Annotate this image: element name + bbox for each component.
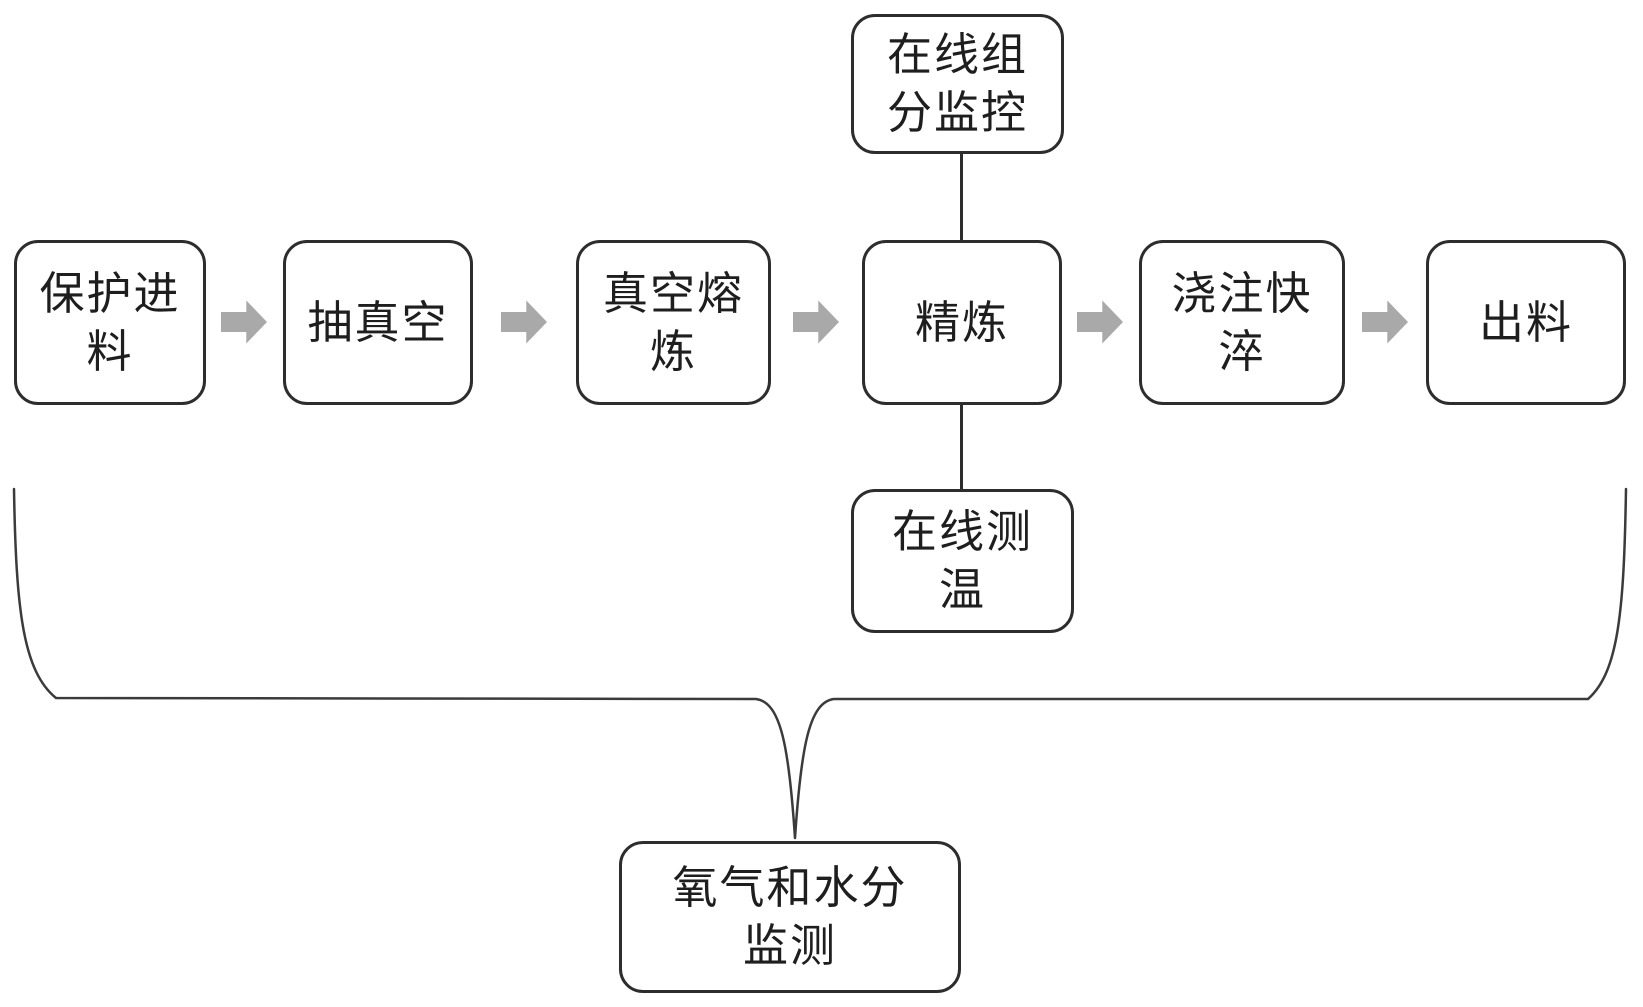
node-label: 氧气和水分 监测 xyxy=(672,862,908,971)
node-label: 在线组 分监控 xyxy=(886,29,1028,138)
flow-arrow-icon xyxy=(221,300,267,344)
node-vacuum-melting: 真空熔 炼 xyxy=(576,240,771,405)
node-label: 在线测 温 xyxy=(891,506,1033,615)
node-label: 抽真空 xyxy=(307,296,449,348)
flow-arrow-icon xyxy=(501,300,547,344)
node-label: 真空熔 炼 xyxy=(602,267,744,377)
node-label: 出料 xyxy=(1478,296,1573,348)
flow-arrow-icon xyxy=(1362,300,1408,344)
node-online-composition-monitoring: 在线组 分监控 xyxy=(851,14,1064,154)
node-discharging: 出料 xyxy=(1426,240,1626,405)
node-online-temperature-measurement: 在线测 温 xyxy=(851,489,1074,633)
flow-arrow-icon xyxy=(793,300,839,344)
node-pouring-rapid-quenching: 浇注快 淬 xyxy=(1139,240,1345,405)
connector-composition-to-refining xyxy=(960,152,963,242)
flow-arrow-icon xyxy=(1077,300,1123,344)
node-label: 保护进 料 xyxy=(39,267,181,377)
node-oxygen-moisture-monitoring: 氧气和水分 监测 xyxy=(619,841,961,993)
node-refining: 精炼 xyxy=(862,240,1062,405)
node-vacuum-pumping: 抽真空 xyxy=(283,240,473,405)
node-label: 浇注快 淬 xyxy=(1171,267,1313,377)
node-protective-feeding: 保护进 料 xyxy=(14,240,206,405)
connector-refining-to-temperature xyxy=(960,403,963,491)
node-label: 精炼 xyxy=(914,296,1009,348)
